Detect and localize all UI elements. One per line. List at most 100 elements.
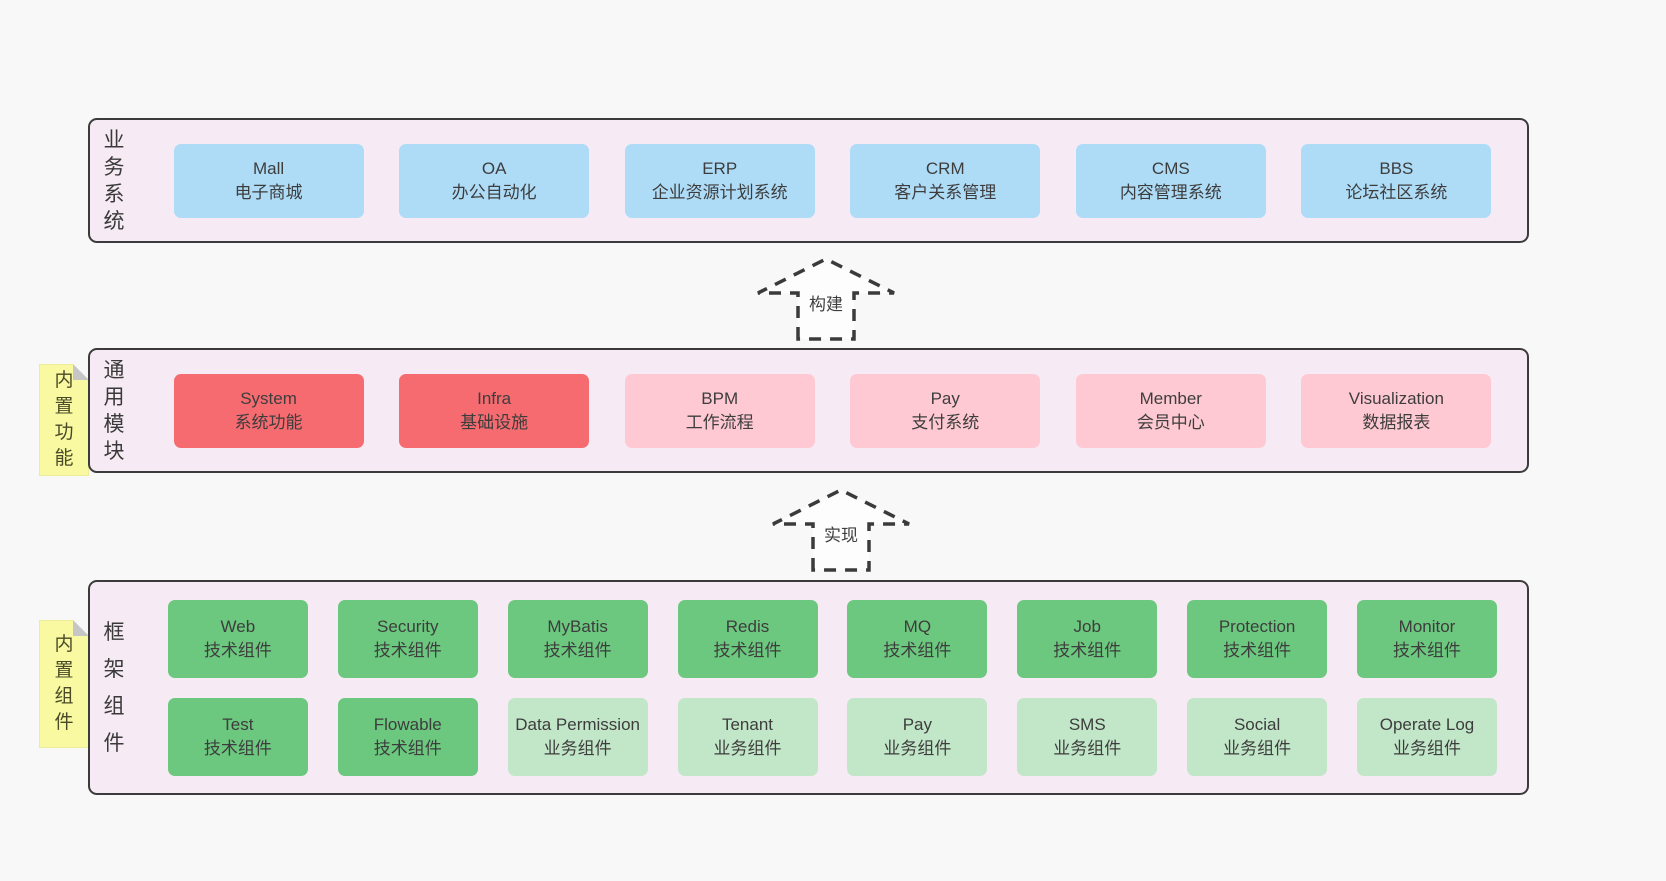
box-subtitle: 企业资源计划系统: [651, 182, 788, 202]
box-subtitle: 技术组件: [203, 640, 272, 660]
sticky-builtin-components: 内置组件: [39, 620, 89, 748]
box-title: Monitor: [1398, 616, 1456, 636]
band-business-systems: 业务系统 Mall 电子商城 OA 办公自动化 ERP 企业资源计划系统 CRM…: [88, 118, 1529, 243]
band-label-common-modules: 通用模块: [103, 358, 125, 463]
box-mall: Mall 电子商城: [173, 143, 364, 218]
box-bbs: BBS 论坛社区系统: [1301, 143, 1492, 218]
box-title: Mall: [252, 158, 285, 178]
box-web: Web 技术组件: [167, 599, 308, 678]
box-subtitle: 技术组件: [1393, 640, 1461, 660]
box-flowable: Flowable 技术组件: [337, 697, 478, 776]
box-title: Visualization: [1348, 388, 1444, 408]
box-mq: MQ 技术组件: [847, 599, 988, 678]
box-job: Job 技术组件: [1017, 599, 1158, 678]
box-protection: Protection 技术组件: [1187, 599, 1328, 678]
box-data-permission: Data Permission 业务组件: [507, 697, 648, 776]
box-erp: ERP 企业资源计划系统: [624, 143, 815, 218]
arrow-label-implement: 实现: [821, 521, 861, 547]
box-subtitle: 数据报表: [1362, 412, 1431, 432]
component-row-2: Test 技术组件 Flowable 技术组件 Data Permission …: [138, 697, 1527, 776]
box-subtitle: 业务组件: [1223, 738, 1292, 758]
band-label-framework-components: 框架组件: [103, 620, 125, 755]
box-oa: OA 办公自动化: [399, 143, 590, 218]
box-subtitle: 业务组件: [883, 738, 952, 758]
box-title: MyBatis: [547, 616, 608, 636]
box-subtitle: 技术组件: [373, 738, 442, 758]
box-title: Job: [1073, 616, 1101, 636]
box-sms: SMS 业务组件: [1017, 697, 1158, 776]
box-title: System: [240, 388, 297, 408]
box-title: CRM: [925, 158, 965, 178]
box-subtitle: 技术组件: [203, 738, 272, 758]
box-title: Redis: [725, 616, 770, 636]
box-subtitle: 系统功能: [234, 412, 303, 432]
box-title: BPM: [701, 388, 739, 408]
box-subtitle: 业务组件: [543, 738, 612, 758]
box-title: Data Permission: [515, 714, 640, 734]
box-title: Pay: [902, 714, 933, 734]
box-subtitle: 会员中心: [1136, 412, 1205, 432]
box-title: Social: [1233, 714, 1281, 734]
business-boxes: Mall 电子商城 OA 办公自动化 ERP 企业资源计划系统 CRM 客户关系…: [138, 143, 1527, 218]
component-row-1: Web 技术组件 Security 技术组件 MyBatis 技术组件 Redi…: [138, 599, 1527, 678]
box-subtitle: 业务组件: [713, 738, 782, 758]
box-title: Protection: [1218, 616, 1296, 636]
box-bpm: BPM 工作流程: [624, 373, 815, 448]
box-subtitle: 支付系统: [911, 412, 980, 432]
box-title: Member: [1139, 388, 1202, 408]
box-operate-log: Operate Log 业务组件: [1357, 697, 1497, 776]
box-monitor: Monitor 技术组件: [1357, 599, 1497, 678]
sticky-builtin-features: 内置功能: [39, 364, 89, 476]
box-infra: Infra 基础设施: [399, 373, 590, 448]
box-title: SMS: [1068, 714, 1106, 734]
box-subtitle: 工作流程: [685, 412, 754, 432]
box-title: OA: [481, 158, 507, 178]
box-subtitle: 技术组件: [373, 640, 442, 660]
box-title: CMS: [1151, 158, 1190, 178]
box-mybatis: MyBatis 技术组件: [507, 599, 648, 678]
box-test: Test 技术组件: [167, 697, 308, 776]
box-subtitle: 技术组件: [713, 640, 782, 660]
band-framework-components: 框架组件 Web 技术组件 Security 技术组件 MyBatis 技术组件…: [88, 580, 1529, 795]
box-member: Member 会员中心: [1075, 373, 1266, 448]
band-label-business-systems: 业务系统: [103, 128, 125, 233]
box-title: Test: [222, 714, 254, 734]
box-subtitle: 基础设施: [460, 412, 529, 432]
component-rows: Web 技术组件 Security 技术组件 MyBatis 技术组件 Redi…: [138, 599, 1527, 776]
box-subtitle: 客户关系管理: [894, 182, 997, 202]
box-redis: Redis 技术组件: [677, 599, 818, 678]
box-subtitle: 办公自动化: [451, 182, 537, 202]
box-crm: CRM 客户关系管理: [850, 143, 1041, 218]
box-pay-biz: Pay 业务组件: [847, 697, 988, 776]
box-title: Infra: [477, 388, 512, 408]
box-subtitle: 业务组件: [1053, 738, 1122, 758]
box-title: Operate Log: [1379, 714, 1475, 734]
box-security: Security 技术组件: [337, 599, 478, 678]
box-subtitle: 技术组件: [1053, 640, 1122, 660]
arrow-implement: 实现: [771, 486, 911, 574]
box-pay: Pay 支付系统: [850, 373, 1041, 448]
box-subtitle: 内容管理系统: [1119, 182, 1222, 202]
box-subtitle: 论坛社区系统: [1345, 182, 1448, 202]
box-title: Web: [220, 616, 256, 636]
module-boxes: System 系统功能 Infra 基础设施 BPM 工作流程 Pay 支付系统…: [138, 373, 1527, 448]
box-cms: CMS 内容管理系统: [1075, 143, 1266, 218]
box-system: System 系统功能: [173, 373, 364, 448]
box-visualization: Visualization 数据报表: [1301, 373, 1492, 448]
box-title: Security: [377, 616, 439, 636]
box-social: Social 业务组件: [1187, 697, 1328, 776]
box-subtitle: 技术组件: [1223, 640, 1292, 660]
arrow-label-build: 构建: [806, 290, 846, 316]
box-title: MQ: [903, 616, 932, 636]
box-title: ERP: [702, 158, 738, 178]
box-subtitle: 技术组件: [883, 640, 952, 660]
box-title: Tenant: [721, 714, 774, 734]
box-subtitle: 电子商城: [234, 182, 303, 202]
band-common-modules: 通用模块 System 系统功能 Infra 基础设施 BPM 工作流程 Pay…: [88, 348, 1529, 473]
box-subtitle: 业务组件: [1393, 738, 1461, 758]
box-subtitle: 技术组件: [543, 640, 612, 660]
box-title: Flowable: [373, 714, 442, 734]
box-title: BBS: [1379, 158, 1414, 178]
box-tenant: Tenant 业务组件: [677, 697, 818, 776]
arrow-build: 构建: [756, 255, 896, 343]
